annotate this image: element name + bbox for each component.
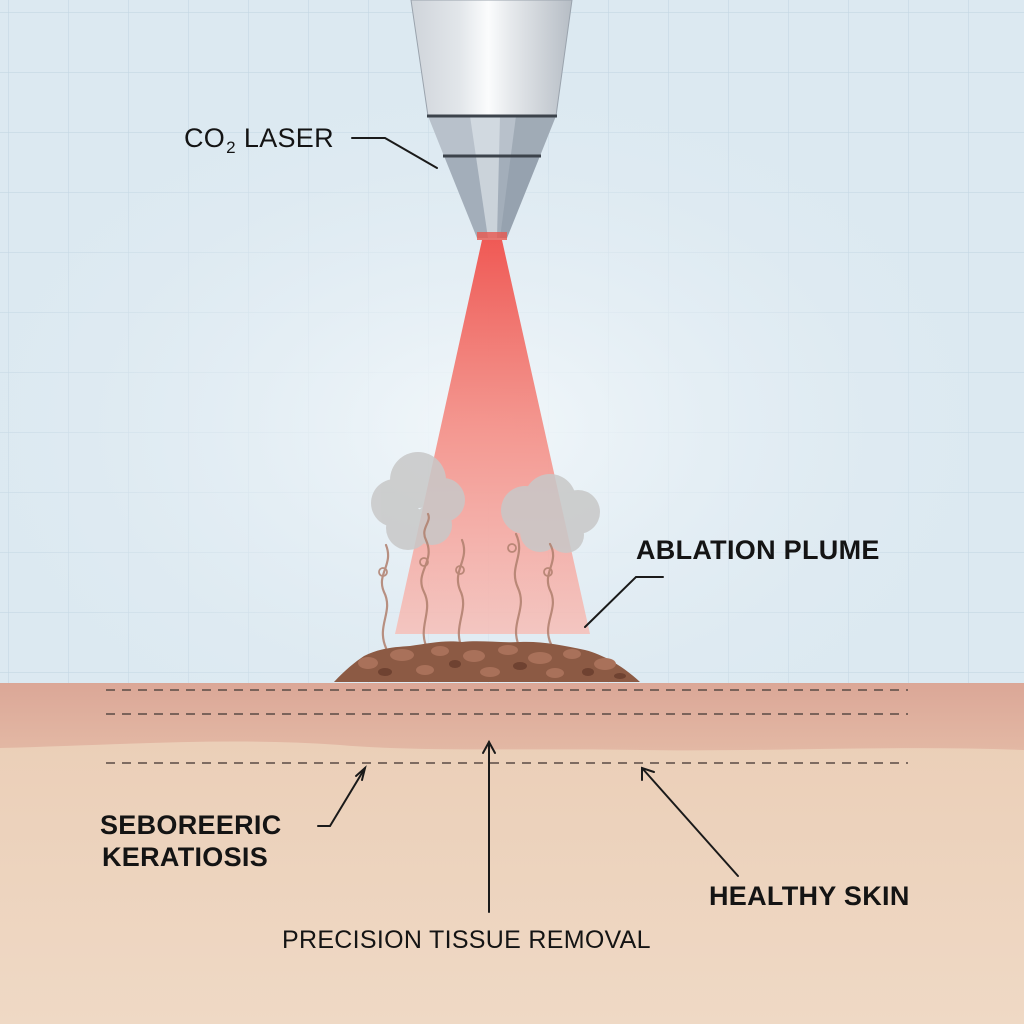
- tissue-removal-label: PRECISION TISSUE REMOVAL: [282, 926, 651, 954]
- plume-label: ABLATION PLUME: [636, 535, 880, 565]
- dermis-layer: [0, 740, 1024, 1024]
- removal-arrowhead: [482, 739, 496, 754]
- laser-handpiece: [410, 0, 573, 240]
- lesion-debris: [334, 641, 640, 682]
- laser-label-suffix: LASER: [243, 123, 334, 153]
- healthy-arrow: [641, 767, 739, 877]
- plume-wisps: [378, 512, 555, 652]
- laser-leader-line: [351, 137, 438, 169]
- laser-label-subscript: 2: [226, 138, 236, 157]
- lesion-label-line1: SEBOREERIC: [100, 810, 282, 840]
- lesion-arrow: [317, 767, 366, 827]
- healthy-arrowhead: [641, 766, 655, 781]
- epidermis-layer: [0, 683, 1024, 751]
- layer-boundaries: [106, 689, 908, 764]
- plume-smoke: [371, 452, 600, 553]
- laser-label-prefix: CO: [184, 123, 226, 153]
- lesion-arrowhead: [355, 765, 367, 781]
- annotation-leaders: [317, 137, 739, 913]
- healthy-skin-label: HEALTHY SKIN: [709, 881, 910, 911]
- lesion-label-line2: KERATIOSIS: [102, 842, 269, 872]
- plume-leader-line: [584, 576, 664, 628]
- laser-label: CO2 LASER: [184, 123, 334, 158]
